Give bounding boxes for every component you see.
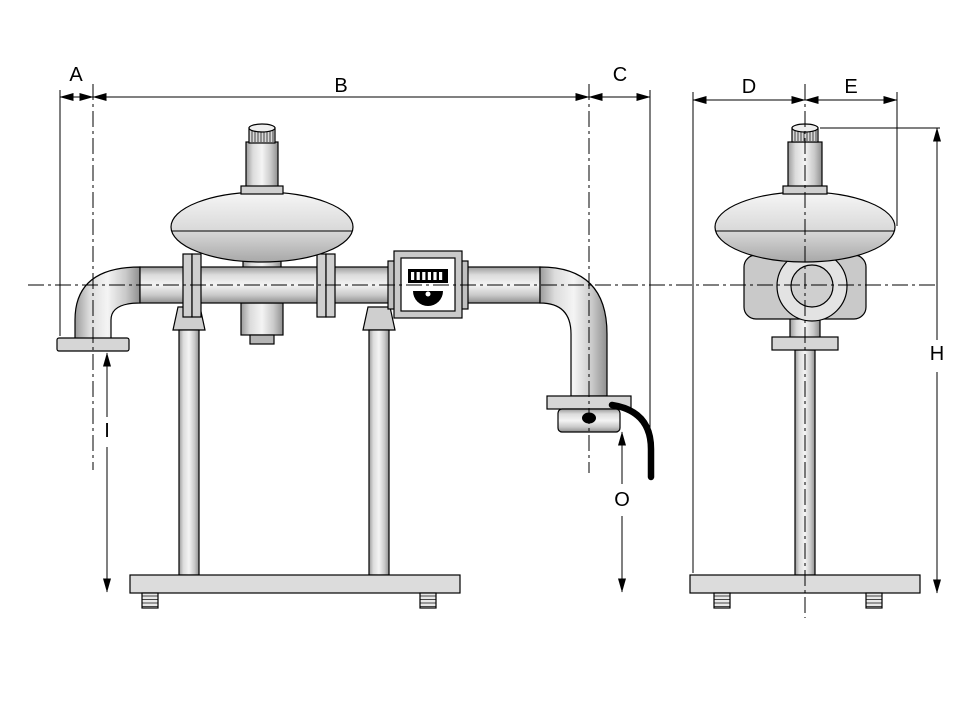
meter-dial bbox=[413, 291, 443, 306]
base-plate-front bbox=[129, 574, 461, 594]
stand-right-bracket bbox=[362, 306, 396, 331]
regulator-lower-body bbox=[240, 302, 284, 336]
foot-front-left bbox=[141, 592, 159, 609]
dim-label-i: I bbox=[104, 420, 110, 442]
dim-label-o: O bbox=[614, 489, 630, 511]
outlet-elbow bbox=[539, 266, 608, 397]
meter-dial-hub bbox=[425, 291, 431, 297]
regulator-neck bbox=[245, 141, 279, 193]
dim-label-d: D bbox=[742, 76, 756, 98]
regulator-bottom-plug bbox=[249, 334, 275, 345]
dim-label-c: C bbox=[613, 64, 627, 86]
neck-collar bbox=[240, 185, 284, 195]
dim-label-a: A bbox=[69, 64, 83, 86]
dim-label-e: E bbox=[844, 76, 857, 98]
foot-front-right bbox=[419, 592, 437, 609]
dimensions: A B C D E H I O bbox=[59, 64, 944, 594]
side-pipe-bore-inner bbox=[790, 264, 834, 308]
centerlines bbox=[28, 84, 935, 618]
regulator-front bbox=[170, 123, 354, 263]
valve-handle bbox=[608, 401, 655, 481]
side-cap bbox=[791, 123, 819, 143]
stand-right-column bbox=[368, 329, 390, 576]
stand-left-column bbox=[178, 329, 200, 576]
regulator-dome bbox=[170, 191, 354, 263]
foot-side-left bbox=[713, 592, 731, 609]
foot-side-right bbox=[865, 592, 883, 609]
dim-label-h: H bbox=[930, 343, 944, 365]
dim-label-b: B bbox=[334, 75, 347, 97]
regulator-cap bbox=[248, 123, 276, 144]
meter-counter-digits bbox=[411, 272, 443, 280]
